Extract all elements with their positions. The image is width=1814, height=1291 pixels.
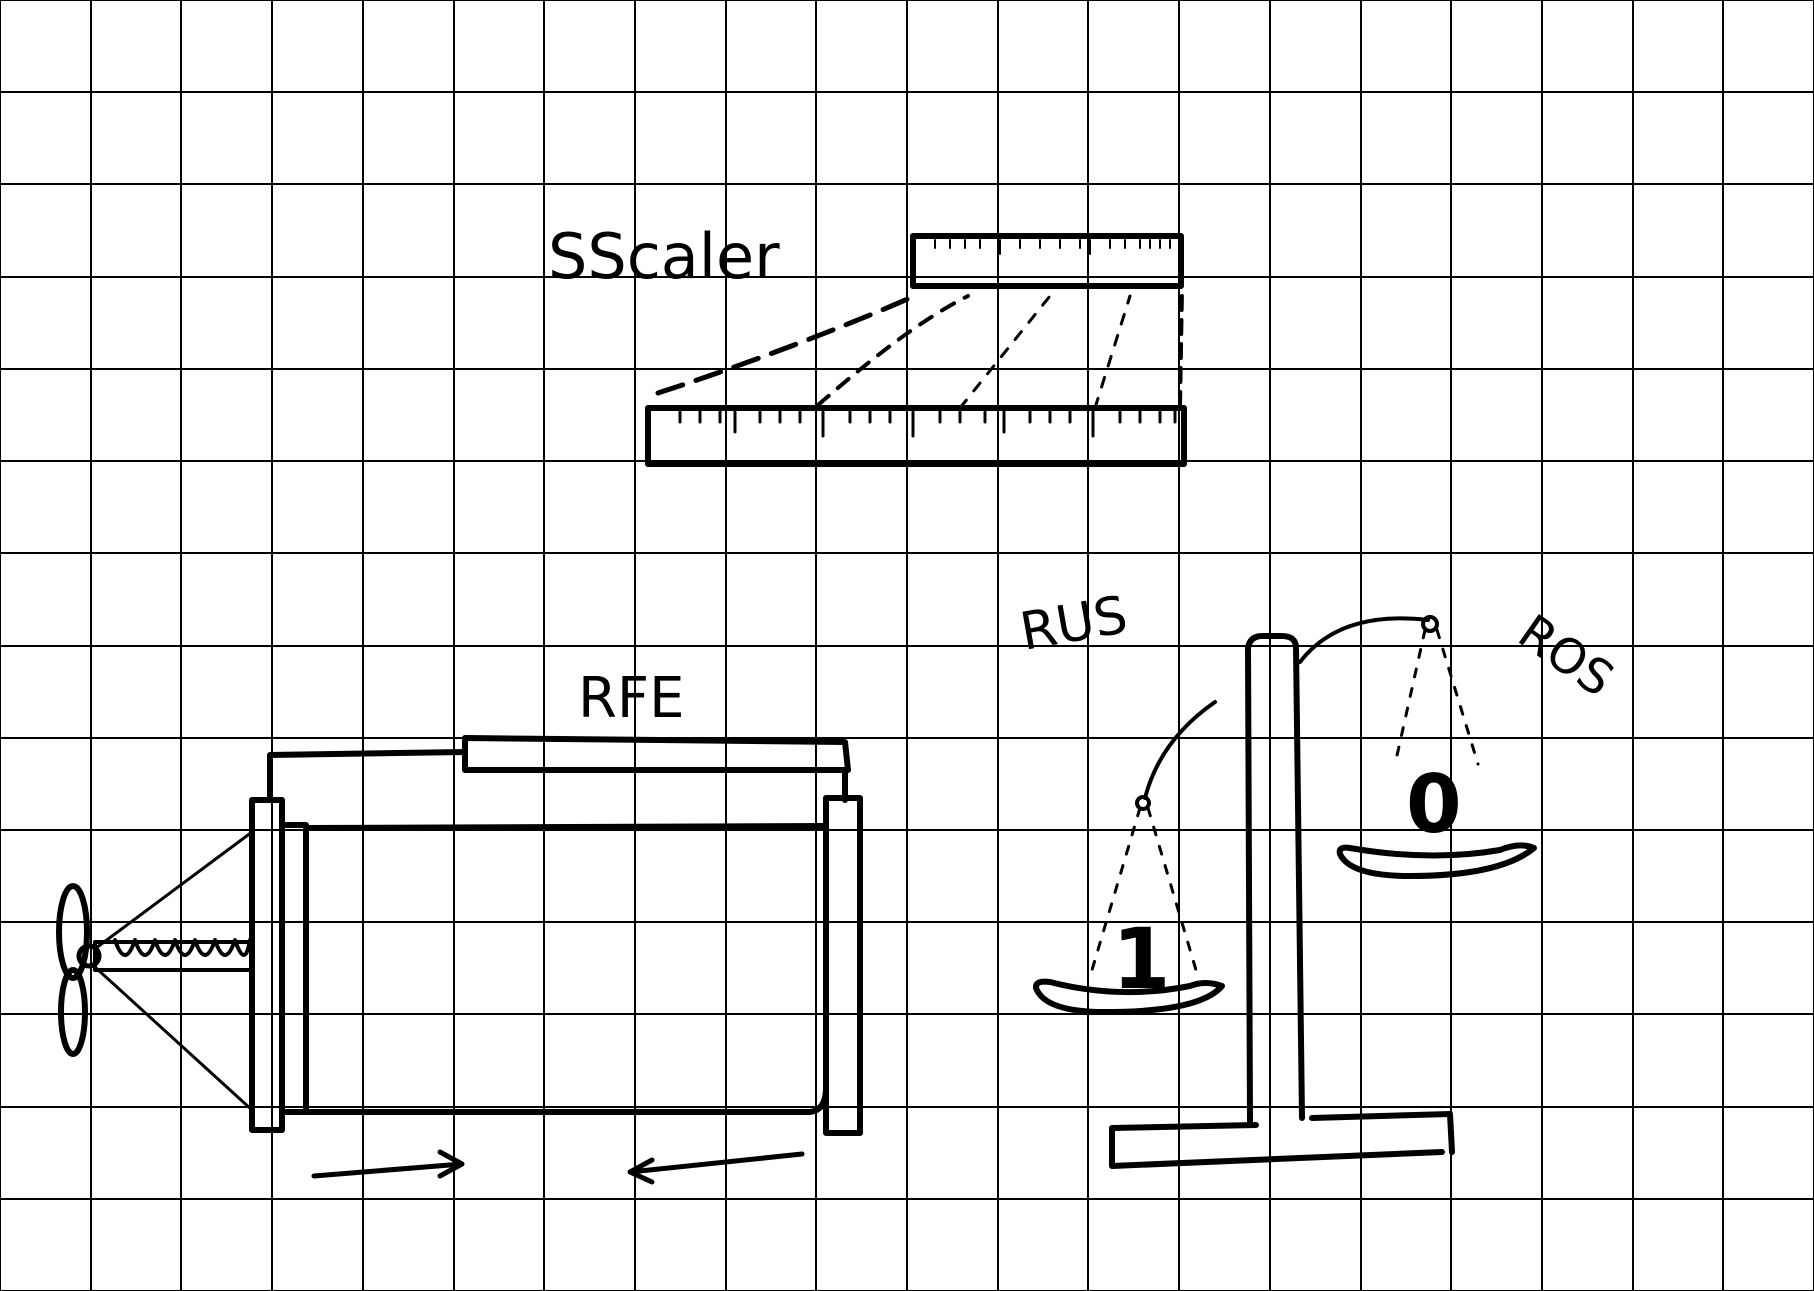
rfe-label: RFE — [578, 666, 685, 731]
sscaler-projection-line-1 — [658, 298, 910, 393]
stand-diagram: RUS ROS 1 0 — [1016, 585, 1624, 1166]
ros-label: ROS — [1508, 604, 1623, 708]
sscaler-projection-line-2 — [818, 296, 968, 405]
ros-digit: 0 — [1406, 758, 1462, 851]
rus-digit: 1 — [1112, 910, 1170, 1008]
rfe-inner-left-plate — [286, 825, 306, 1112]
sscaler-label: SScaler — [548, 220, 780, 293]
rfe-right-end-plate — [826, 798, 860, 1133]
rfe-top-rail — [270, 738, 848, 800]
sscaler-small-ruler-ticks — [935, 240, 1170, 254]
rfe-diagram: RFE — [59, 666, 860, 1182]
stand-post — [1248, 636, 1302, 1122]
sscaler-large-ruler-ticks — [680, 412, 1175, 436]
sscaler-projection-line-5 — [1180, 290, 1182, 406]
sscaler-projection-line-4 — [1095, 296, 1130, 408]
ros-hook-arm — [1300, 618, 1428, 662]
rus-label: RUS — [1016, 585, 1132, 663]
right-arrow-icon — [314, 1152, 462, 1176]
sscaler-projection-line-3 — [960, 296, 1050, 408]
stand-base — [1112, 1114, 1452, 1166]
sscaler-large-ruler — [648, 408, 1184, 464]
ros-dotted-cone — [1396, 630, 1478, 764]
spring-shaft — [95, 940, 252, 970]
rfe-left-end-plate — [252, 800, 282, 1130]
left-arrow-icon — [630, 1154, 802, 1182]
rfe-main-body — [306, 826, 826, 1112]
